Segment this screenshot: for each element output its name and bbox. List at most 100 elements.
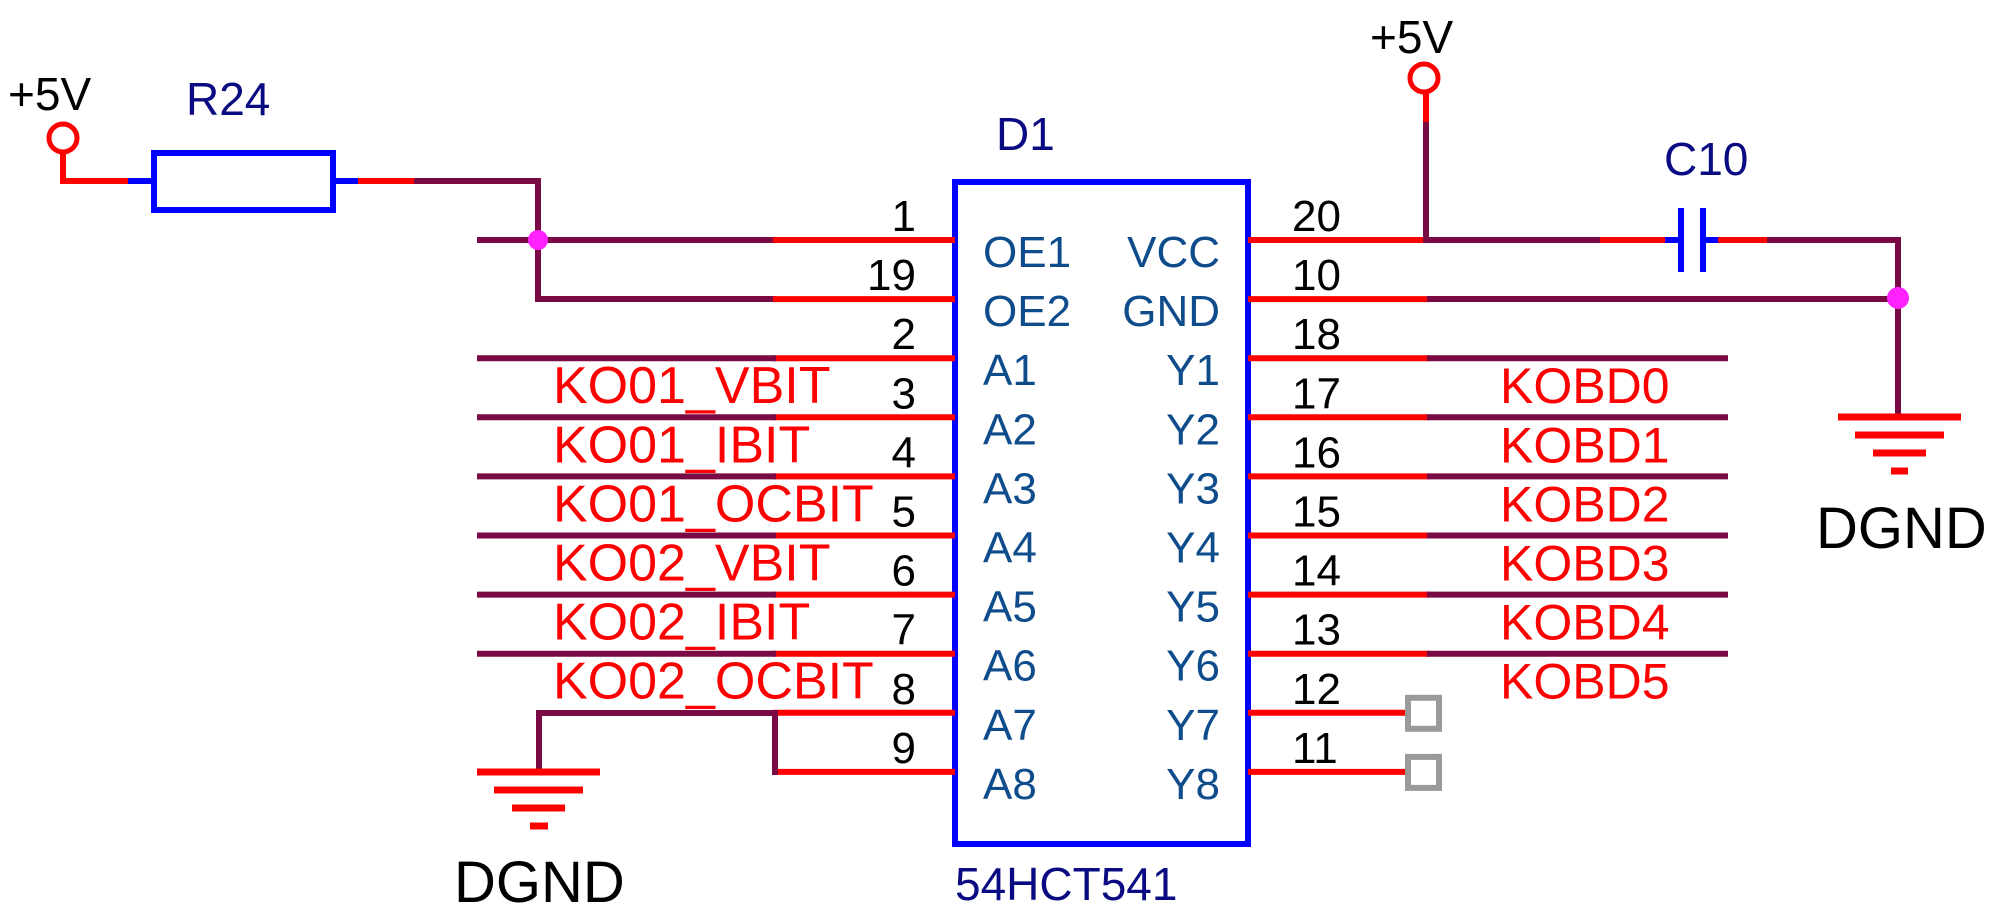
wire-cap-gnd (1767, 237, 1901, 420)
no-connect-icon (1405, 753, 1442, 791)
pin-name: A5 (983, 583, 1037, 632)
pin-number: 2 (892, 310, 916, 359)
pin-number: 1 (892, 192, 916, 241)
junction-dot (528, 230, 548, 250)
ic-pin-a2[interactable]: 3A2 KO01_IBIT (477, 369, 1037, 474)
junction-dot (1887, 287, 1909, 309)
power-port-left[interactable]: +5V (8, 68, 128, 184)
pin-name: Y8 (1166, 760, 1220, 809)
pin-number: 17 (1292, 369, 1341, 418)
resistor-body-icon (151, 150, 336, 213)
pin-number: 3 (892, 369, 916, 418)
pin-name: A4 (983, 524, 1037, 573)
pin-name: OE2 (983, 287, 1071, 336)
pin-number: 19 (867, 251, 916, 300)
pin-number: 11 (1292, 724, 1338, 773)
ground-symbol-left-icon (477, 768, 600, 830)
net-label: KOBD3 (1500, 536, 1670, 592)
pin-number: 18 (1292, 310, 1341, 359)
ic-pin-a8[interactable]: 9A8 (773, 724, 1037, 809)
pin-number: 20 (1292, 192, 1341, 241)
power-port-right[interactable]: +5V (1370, 11, 1453, 243)
ic-part-number: 54HCT541 (955, 858, 1177, 910)
ground-net-right[interactable]: DGND (1427, 287, 1987, 561)
pin-number: 4 (892, 428, 916, 477)
pin-name: Y5 (1166, 583, 1220, 632)
pin-name: VCC (1127, 228, 1220, 277)
power-terminal-icon (46, 121, 80, 155)
capacitor-designator: C10 (1664, 133, 1748, 185)
pin-number: 15 (1292, 488, 1341, 537)
power-label-left: +5V (8, 68, 91, 120)
pin-name: A8 (983, 760, 1037, 809)
pin-name: Y1 (1166, 346, 1220, 395)
pin-name: Y4 (1166, 524, 1220, 573)
pin-name: Y7 (1166, 701, 1220, 750)
pin-name: A2 (983, 405, 1037, 454)
ground-label-right: DGND (1816, 496, 1987, 561)
ic-pin-a4[interactable]: 5A4 KO02_VBIT (477, 488, 1037, 593)
net-label: KOBD5 (1500, 654, 1670, 710)
resistor-designator: R24 (186, 73, 270, 125)
pin-name: A7 (983, 701, 1037, 750)
pin-number: 16 (1292, 428, 1341, 477)
ic-body (952, 179, 1251, 847)
ground-symbol-right-icon (1838, 413, 1961, 475)
ground-net-left[interactable]: DGND (454, 710, 778, 915)
net-label: KO01_OCBIT (553, 475, 874, 533)
ic-pin-a5[interactable]: 6A5 KO02_IBIT (477, 547, 1037, 652)
net-label: KOBD2 (1500, 476, 1670, 532)
no-connect-icon (1405, 694, 1442, 732)
power-label-right: +5V (1370, 11, 1453, 63)
net-label: KOBD4 (1500, 595, 1670, 651)
ground-label-left: DGND (454, 850, 625, 915)
ic-pin-a3[interactable]: 4A3 KO01_OCBIT (477, 428, 1037, 533)
power-pin-left (60, 152, 128, 184)
capacitor-c10[interactable]: C10 (1427, 133, 1901, 420)
pin-name: Y2 (1166, 405, 1220, 454)
ic-designator: D1 (996, 108, 1055, 160)
pin-name: Y6 (1166, 642, 1220, 691)
pin-name: GND (1122, 287, 1220, 336)
pin-number: 9 (892, 724, 916, 773)
power-terminal-icon (1407, 61, 1441, 95)
net-label: KO01_IBIT (553, 416, 810, 474)
net-label: KOBD0 (1500, 358, 1670, 414)
pin-name: A3 (983, 464, 1037, 513)
net-label: KO02_IBIT (553, 594, 810, 652)
pin-number: 7 (892, 606, 916, 655)
pin-number: 12 (1292, 665, 1341, 714)
pin-name: A6 (983, 642, 1037, 691)
pin-number: 5 (892, 488, 916, 537)
net-label: KO02_VBIT (553, 535, 830, 593)
net-label: KOBD1 (1500, 417, 1670, 473)
pin-name: Y3 (1166, 464, 1220, 513)
oe-pullup-net[interactable] (414, 178, 776, 302)
resistor-r24[interactable]: R24 (128, 73, 417, 213)
pin-number: 14 (1292, 547, 1341, 596)
net-label: KO01_VBIT (553, 357, 830, 415)
pin-number: 13 (1292, 606, 1341, 655)
pin-number: 8 (892, 665, 916, 714)
wire-a7-gnd (536, 710, 778, 775)
pin-number: 6 (892, 547, 916, 596)
ic-pin-a7[interactable]: 8A7 (773, 665, 1037, 750)
